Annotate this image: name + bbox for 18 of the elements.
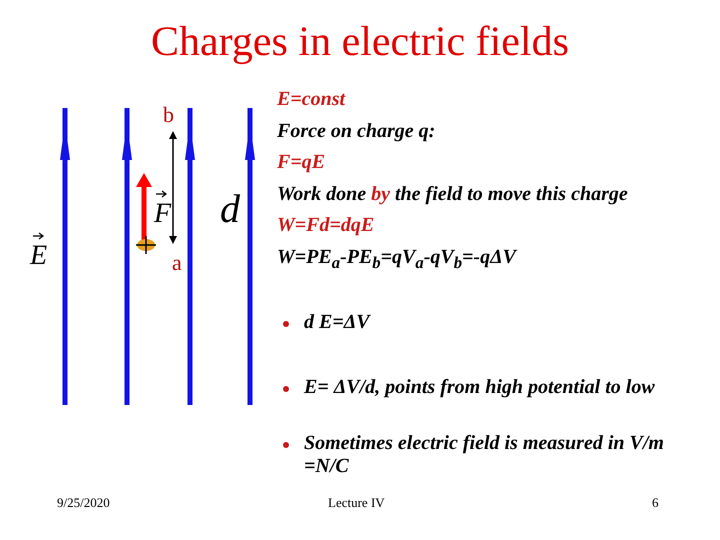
point-label: a: [172, 250, 182, 276]
slide-date: 9/25/2020: [57, 495, 110, 511]
bullet-text: Sometimes electric field is measured in V/m =N/C: [304, 432, 665, 478]
vector-symbol: F: [154, 198, 172, 230]
bullet-text: d E=ΔV: [304, 311, 372, 334]
equation: F=qE: [277, 151, 326, 174]
equation: E=const: [277, 88, 346, 111]
distance-symbol: d: [220, 185, 240, 232]
bullet-text: E= ΔV/d, points from high potential to low: [304, 376, 656, 399]
vector-symbol: E: [30, 240, 48, 272]
footer-text: Lecture IV: [328, 495, 385, 511]
page-number: 6: [652, 495, 658, 511]
equation: W=PE$_{a}$-PE$_{b}$=qV$_{a}$-qV$_{b}$=-qΔV: [277, 246, 516, 273]
slide-title: Charges in electric fields: [150, 18, 570, 66]
point-label: b: [163, 102, 174, 128]
text-line: Force on charge q:: [277, 120, 436, 143]
equation: W=Fd=dqE: [277, 214, 374, 237]
text-line: Work done by the field to move this charge: [277, 183, 628, 206]
